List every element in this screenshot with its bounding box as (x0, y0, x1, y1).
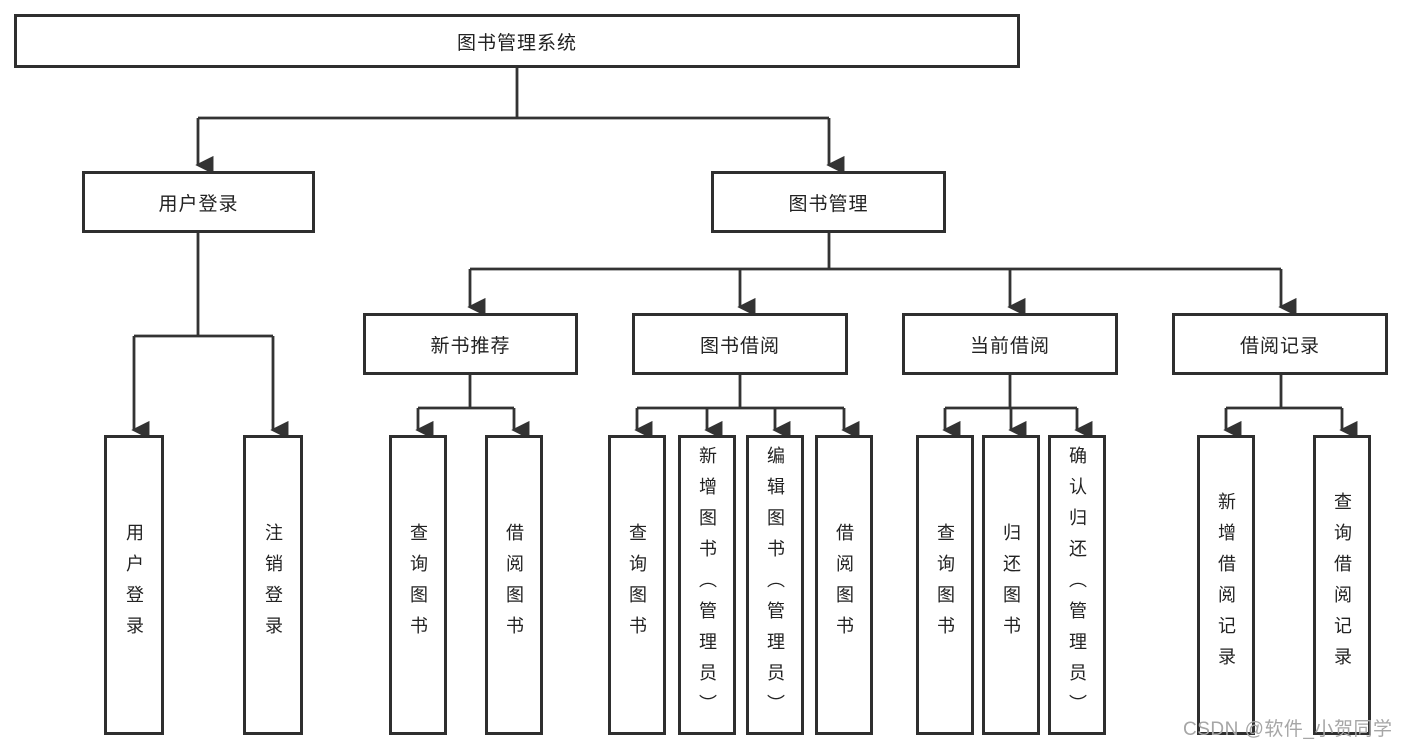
leaf-add-borrow-record: 新增借阅记录 (1197, 435, 1255, 735)
leaf-label: 查询图书 (408, 523, 428, 647)
node-user-login: 用户登录 (82, 171, 315, 233)
leaf-label: 新增借阅记录 (1216, 492, 1236, 678)
leaf-label: 用户登录 (124, 523, 144, 647)
node-label: 当前借阅 (969, 335, 1050, 357)
leaf-user-login: 用户登录 (104, 435, 164, 735)
leaf-label: 查询借阅记录 (1332, 492, 1352, 678)
leaf-return-books: 归还图书 (982, 435, 1040, 735)
leaf-edit-books-admin: 编辑图书（管理员） (746, 435, 804, 735)
leaf-borrow-books-borrowing: 借阅图书 (815, 435, 873, 735)
leaf-add-books-admin: 新增图书（管理员） (678, 435, 736, 735)
node-label: 借阅记录 (1239, 335, 1320, 357)
leaf-label: 查询图书 (935, 523, 955, 647)
node-label: 用户登录 (158, 193, 239, 215)
leaf-query-borrow-record: 查询借阅记录 (1313, 435, 1371, 735)
leaf-label: 确认归还（管理员） (1067, 445, 1087, 725)
node-borrowing-records: 借阅记录 (1172, 313, 1388, 375)
leaf-query-books-current: 查询图书 (916, 435, 974, 735)
csdn-watermark: CSDN @软件_小贺同学 (1183, 719, 1393, 740)
node-new-book-recommendation: 新书推荐 (363, 313, 578, 375)
node-label: 图书管理 (788, 193, 869, 215)
node-label: 图书借阅 (699, 335, 780, 357)
node-book-borrowing: 图书借阅 (632, 313, 848, 375)
leaf-confirm-return-admin: 确认归还（管理员） (1048, 435, 1106, 735)
leaf-label: 借阅图书 (834, 523, 854, 647)
leaf-label: 编辑图书（管理员） (765, 445, 785, 725)
leaf-logout: 注销登录 (243, 435, 303, 735)
leaf-label: 查询图书 (627, 523, 647, 647)
leaf-query-books-recommend: 查询图书 (389, 435, 447, 735)
leaf-label: 借阅图书 (504, 523, 524, 647)
leaf-query-books-borrowing: 查询图书 (608, 435, 666, 735)
leaf-label: 注销登录 (263, 523, 283, 647)
node-book-management: 图书管理 (711, 171, 946, 233)
leaf-label: 新增图书（管理员） (697, 445, 717, 725)
node-label: 新书推荐 (430, 335, 511, 357)
node-label: 图书管理系统 (456, 32, 577, 54)
leaf-label: 归还图书 (1001, 523, 1021, 647)
node-library-management-system: 图书管理系统 (14, 14, 1020, 68)
leaf-borrow-books-recommend: 借阅图书 (485, 435, 543, 735)
node-current-borrowing: 当前借阅 (902, 313, 1118, 375)
